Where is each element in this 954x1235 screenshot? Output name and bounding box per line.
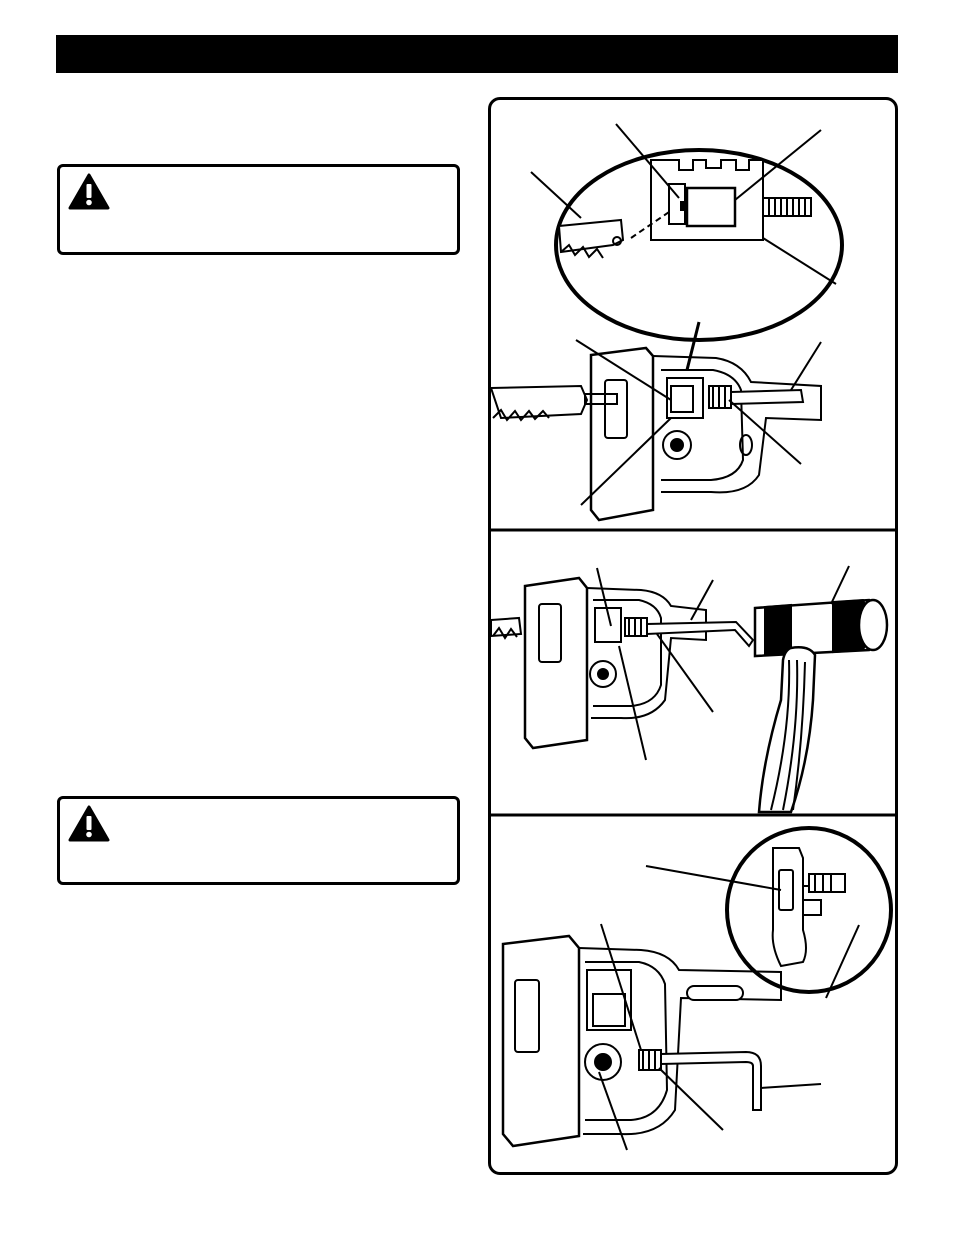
warning-box (57, 796, 460, 885)
figure-3-clamp-removal (501, 826, 893, 1151)
figure-illustrations (491, 123, 895, 1151)
tool-shoe-plate (589, 346, 655, 522)
figure-2-mallet-tapping (491, 565, 889, 814)
section-header-bar (56, 35, 898, 73)
hex-key (660, 1050, 762, 1111)
saw-blade-detail (557, 218, 625, 254)
clamp-plate-detail (771, 847, 807, 968)
tool-shoe-plate (501, 934, 581, 1148)
guide-pin (686, 985, 744, 1001)
warning-triangle-icon (68, 173, 110, 210)
hex-key (646, 620, 755, 648)
figure-1-blade-clamp-detail (491, 123, 844, 522)
clamp-block-detail (685, 186, 737, 228)
saw-blade (491, 384, 589, 420)
hex-key (730, 388, 805, 406)
figure-panel (488, 97, 898, 1175)
warning-box (57, 164, 460, 255)
warning-triangle-icon (68, 805, 110, 842)
magnified-view-ellipse (554, 148, 844, 342)
rubber-mallet (753, 598, 889, 814)
magnified-view-circle (725, 826, 893, 994)
